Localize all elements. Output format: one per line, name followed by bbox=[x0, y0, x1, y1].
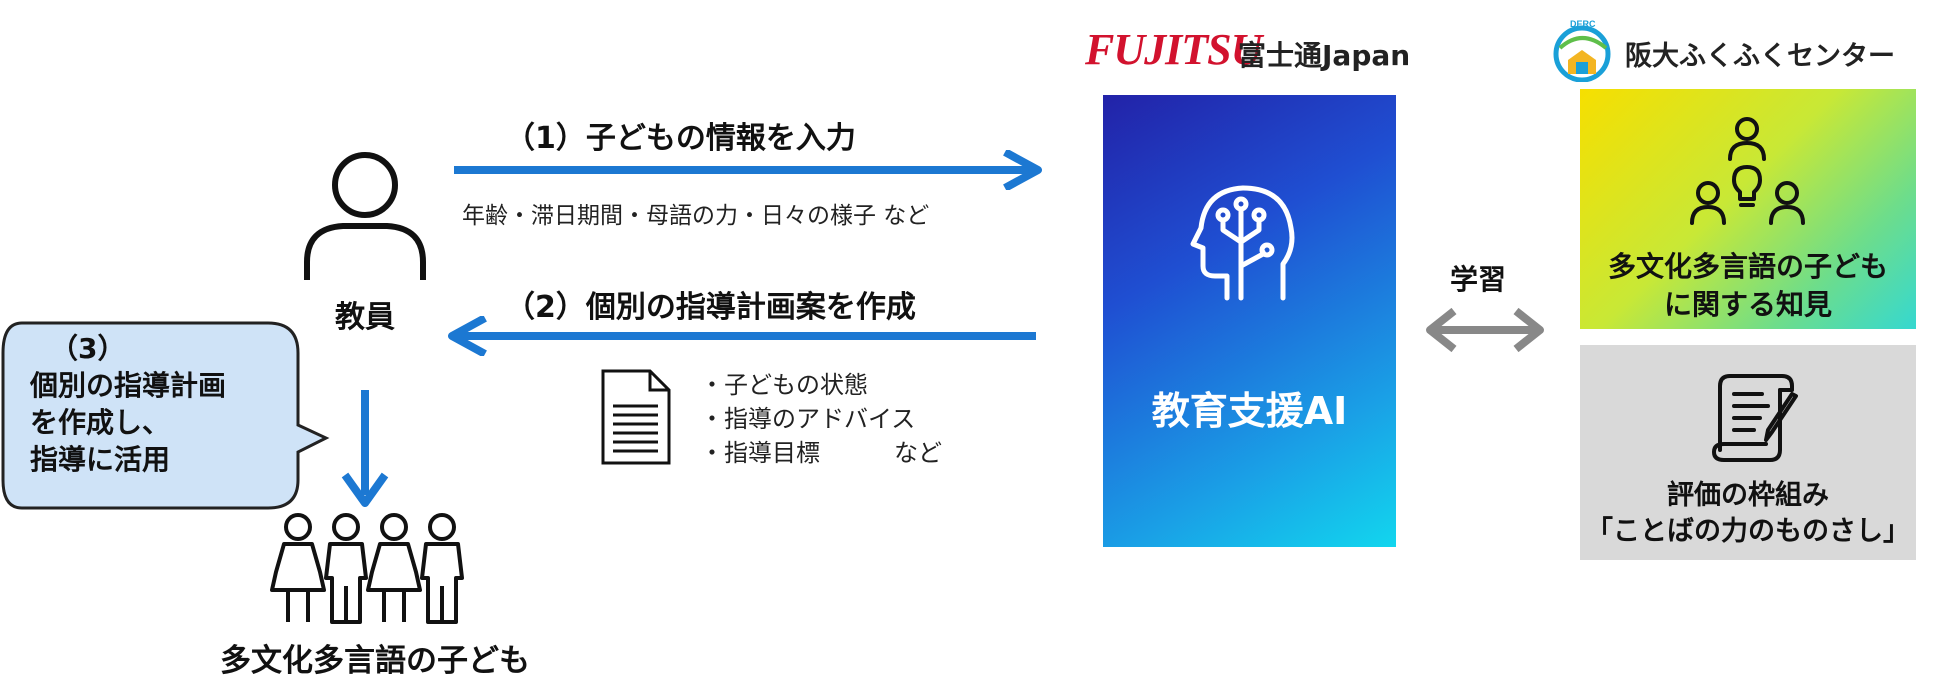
ai-panel bbox=[1103, 95, 1396, 547]
framework-line: 評価の枠組み bbox=[1667, 480, 1829, 511]
teacher-label: 教員 bbox=[335, 300, 395, 335]
step1-label: （1）子どもの情報を入力 bbox=[505, 121, 856, 156]
plan-item: ・子どもの状態 bbox=[700, 371, 868, 399]
ai-head-icon bbox=[1190, 185, 1295, 301]
ai-label: 教育支援AI bbox=[1151, 389, 1348, 433]
osaka-center-logo: DERC bbox=[1553, 19, 1611, 82]
bubble-line: （3） bbox=[50, 332, 126, 365]
bubble-text: （3） 個別の指導計画 を作成し、 指導に活用 bbox=[30, 330, 310, 478]
framework-line: 「ことばの力のものさし」 bbox=[1586, 516, 1910, 547]
plan-list: ・子どもの状態 ・指導のアドバイス ・指導目標 など bbox=[700, 368, 942, 470]
children-label: 多文化多言語の子ども bbox=[220, 643, 530, 679]
knowledge-line: に関する知見 bbox=[1663, 288, 1832, 321]
step2-label: （2）個別の指導計画案を作成 bbox=[505, 290, 916, 325]
knowledge-label: 多文化多言語の子ども に関する知見 bbox=[1580, 248, 1916, 324]
fujitsu-logo: FUJITSU bbox=[1085, 25, 1262, 74]
fujitsu-company-name: 富士通Japan bbox=[1238, 39, 1411, 72]
input-arrow-right bbox=[454, 150, 1042, 190]
bubble-line: 指導に活用 bbox=[30, 443, 171, 476]
speech-bubble bbox=[1, 321, 330, 510]
bubble-line: 個別の指導計画 bbox=[30, 369, 227, 402]
learning-double-arrow bbox=[1426, 307, 1544, 353]
plan-item: ・指導目標 bbox=[700, 439, 820, 467]
plan-etc: など bbox=[894, 439, 942, 467]
scroll-quill-icon bbox=[1712, 374, 1798, 462]
children-group-icon bbox=[270, 513, 464, 624]
framework-label: 評価の枠組み 「ことばの力のものさし」 bbox=[1580, 478, 1916, 550]
bubble-line: を作成し、 bbox=[30, 406, 171, 439]
down-arrow bbox=[341, 390, 389, 507]
knowledge-box bbox=[1580, 89, 1916, 329]
osaka-center-name: 阪大ふくふくセンター bbox=[1625, 41, 1895, 72]
plan-item: ・指導のアドバイス bbox=[700, 405, 916, 433]
framework-box bbox=[1580, 345, 1916, 560]
people-idea-icon bbox=[1690, 117, 1805, 225]
document-icon bbox=[601, 369, 671, 465]
knowledge-line: 多文化多言語の子ども bbox=[1607, 250, 1888, 283]
teacher-person-icon bbox=[304, 152, 426, 280]
step1-detail: 年齢・滞日期間・母語の力・日々の様子 など bbox=[462, 203, 930, 229]
output-arrow-left bbox=[448, 316, 1036, 356]
osaka-logo-text: DERC bbox=[1570, 19, 1596, 29]
learning-label: 学習 bbox=[1450, 263, 1507, 296]
